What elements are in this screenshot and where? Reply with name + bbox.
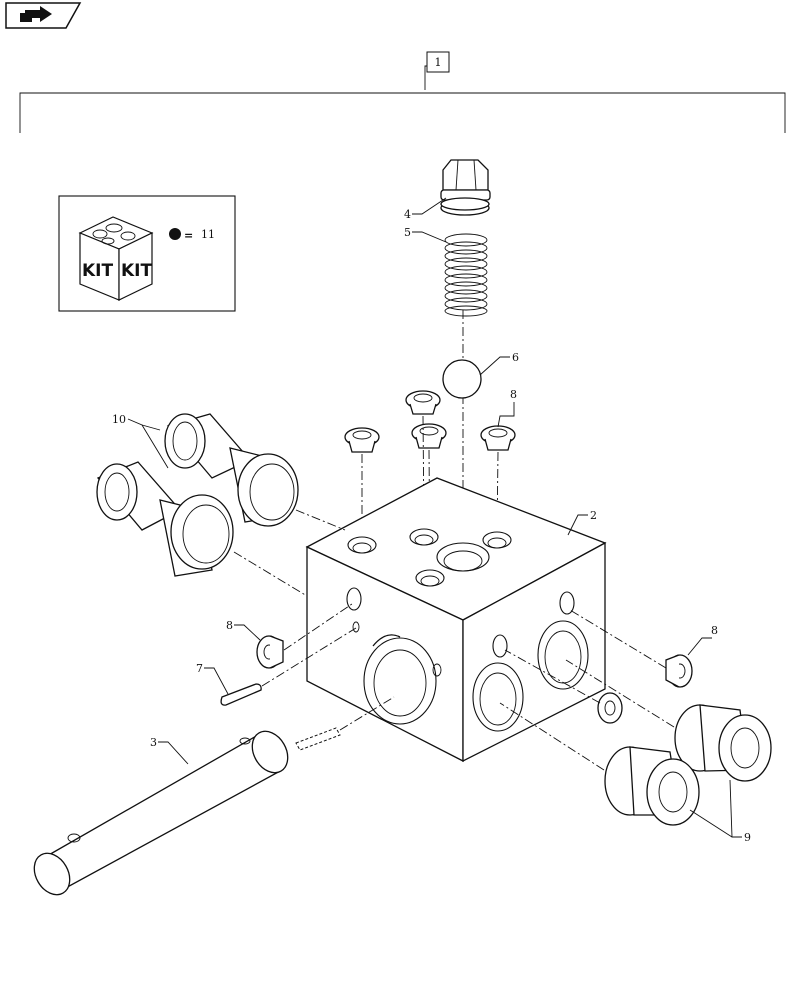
part-8-right-plug bbox=[665, 654, 693, 688]
top-plug-c bbox=[411, 423, 447, 449]
top-plug-a bbox=[405, 390, 441, 415]
svg-text:4: 4 bbox=[404, 208, 411, 221]
callout-2: 2 bbox=[567, 509, 597, 536]
callout-8-right: 8 bbox=[687, 624, 718, 656]
svg-text:7: 7 bbox=[196, 662, 203, 675]
top-plug-b bbox=[344, 427, 380, 453]
svg-text:6: 6 bbox=[512, 351, 519, 364]
callout-6: 6 bbox=[479, 351, 519, 376]
callout-3: 3 bbox=[150, 736, 189, 765]
callout-7: 7 bbox=[196, 662, 229, 695]
assembly-callout-1: 1 bbox=[424, 51, 450, 90]
callout-4: 4 bbox=[404, 197, 447, 221]
svg-text:1: 1 bbox=[435, 56, 442, 69]
svg-text:3: 3 bbox=[150, 736, 157, 749]
part-10-fitting-lower bbox=[96, 461, 234, 577]
svg-text:9: 9 bbox=[744, 831, 751, 844]
kit-dot-icon bbox=[169, 228, 181, 240]
right-small-plug bbox=[597, 692, 623, 724]
part-8-top-plug bbox=[480, 425, 516, 451]
svg-text:8: 8 bbox=[711, 624, 718, 637]
assembly-bracket bbox=[19, 92, 786, 133]
callout-8-left: 8 bbox=[226, 619, 261, 641]
svg-text:5: 5 bbox=[404, 226, 411, 239]
part-3-shaft bbox=[33, 730, 289, 896]
svg-text:=: = bbox=[184, 229, 193, 242]
kit-icon: KIT KIT bbox=[78, 216, 154, 301]
callout-10: 10 bbox=[112, 413, 169, 469]
part-5-spring bbox=[444, 233, 488, 317]
manifold-block bbox=[305, 477, 607, 763]
svg-text:8: 8 bbox=[510, 388, 517, 401]
arrow-icon bbox=[20, 6, 52, 22]
part-9-fitting-lower bbox=[604, 746, 700, 826]
svg-text:8: 8 bbox=[226, 619, 233, 632]
spring-pin bbox=[295, 727, 341, 751]
part-7-dowel-pin bbox=[220, 683, 262, 706]
svg-text:KIT: KIT bbox=[121, 261, 152, 281]
part-9-fitting-upper bbox=[674, 704, 772, 782]
part-8-left-plug bbox=[256, 635, 284, 669]
callout-9: 9 bbox=[689, 779, 751, 844]
kit-box: KIT KIT = 11 bbox=[58, 195, 236, 312]
part-10-fitting-upper bbox=[164, 413, 299, 527]
svg-text:11: 11 bbox=[201, 228, 215, 241]
svg-text:10: 10 bbox=[112, 413, 126, 426]
navigation-arrow-button[interactable] bbox=[5, 2, 82, 29]
callout-5: 5 bbox=[404, 226, 447, 243]
svg-text:2: 2 bbox=[590, 509, 597, 522]
callout-8-top: 8 bbox=[497, 388, 517, 428]
part-6-ball bbox=[442, 359, 482, 399]
part-4-cap-plug bbox=[440, 159, 491, 216]
svg-text:KIT: KIT bbox=[82, 261, 113, 281]
